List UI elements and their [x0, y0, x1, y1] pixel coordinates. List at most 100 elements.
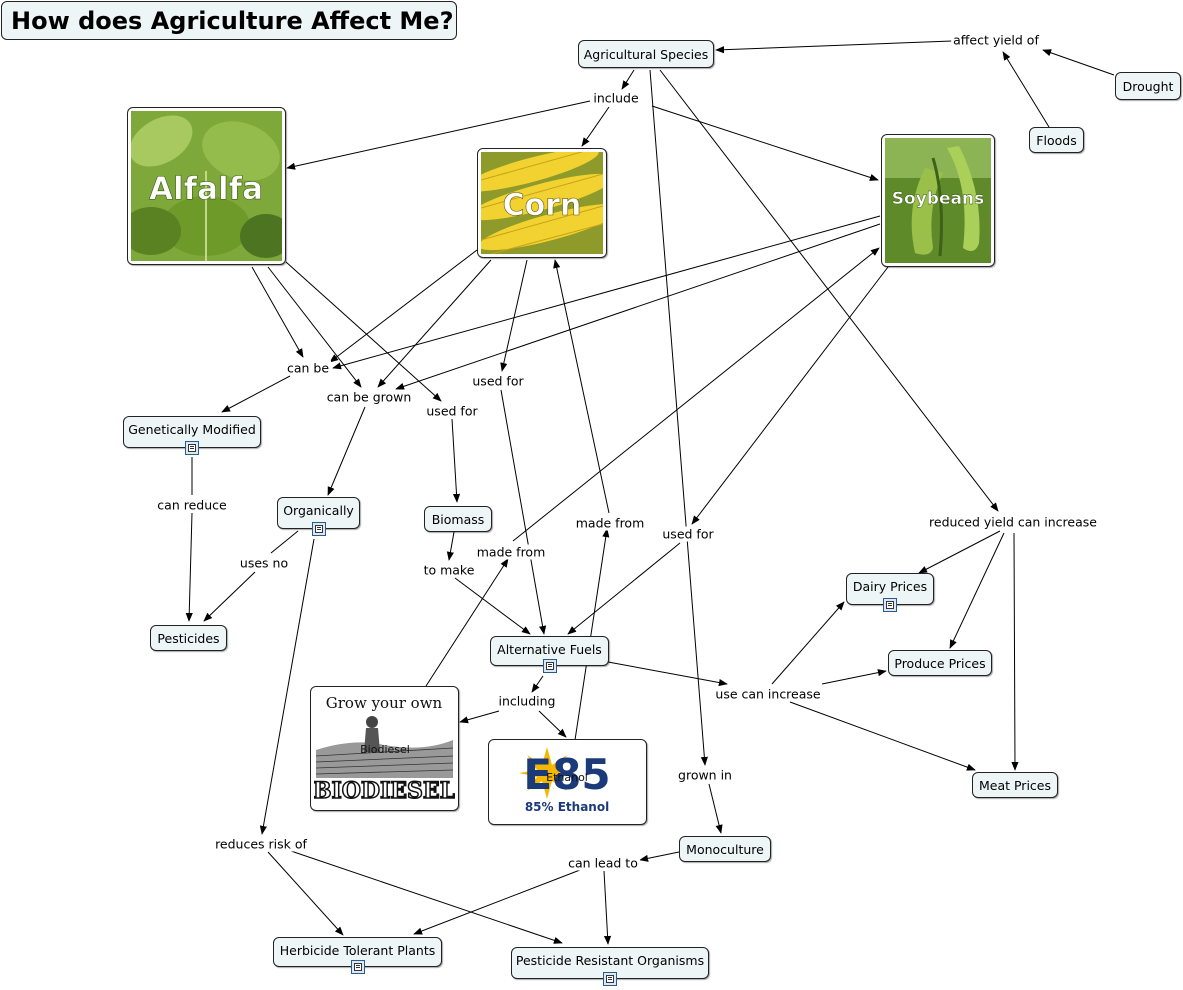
edge-reducesrisk-herbicide	[267, 851, 344, 936]
link-used-for-soy: used for	[660, 526, 716, 542]
edge-alfalfa-canbegrown	[267, 266, 362, 388]
edge-mono-canlead	[639, 851, 680, 862]
e85-caption: Ethanol	[546, 771, 588, 784]
link-can-reduce: can reduce	[155, 497, 229, 513]
link-include: include	[591, 90, 641, 106]
link-reduced-yield: reduced yield can increase	[927, 514, 1099, 530]
link-used-for-corn: used for	[470, 373, 526, 389]
biodiesel-logo: BIODIESEL	[314, 778, 455, 804]
link-can-lead-to: can lead to	[566, 855, 640, 871]
edge-usedfor-biomass	[451, 418, 461, 503]
edge-reduced-dairy	[918, 530, 1001, 574]
edge-reduced-meat	[1011, 532, 1019, 771]
link-to-make: to make	[421, 562, 477, 578]
biodiesel-caption: Biodiesel	[360, 743, 410, 756]
link-used-for-biomass: used for	[424, 403, 480, 419]
edge-alfalfa-usedfor	[285, 261, 442, 402]
node-label: Drought	[1122, 78, 1174, 94]
edge-include-soybeans	[651, 105, 879, 181]
node-label: Organically	[283, 503, 354, 518]
node-pesticides[interactable]: Pesticides	[150, 625, 227, 651]
node-meat-prices[interactable]: Meat Prices	[972, 772, 1058, 798]
edge-org-usesno	[270, 530, 299, 554]
edge-canbe-gm	[221, 375, 291, 413]
corn-image: Corn	[481, 152, 603, 254]
e85-subtitle: 85% Ethanol	[525, 800, 609, 814]
edge-canreduce-pesticides	[185, 512, 193, 622]
edge-madefrom-corn	[553, 259, 610, 514]
node-dairy-prices[interactable]: Dairy Prices	[846, 573, 934, 612]
node-alternative-fuels[interactable]: Alternative Fuels	[490, 636, 609, 673]
edge-corn-usedfor	[500, 259, 528, 372]
edge-org-reducesrisk	[259, 538, 315, 835]
node-label: Biomass	[431, 511, 485, 527]
node-label: Alternative Fuels	[497, 642, 602, 657]
e85-image: E85 Ethanol 85% Ethanol	[492, 743, 643, 821]
document-icon[interactable]	[185, 441, 199, 455]
edge-soy-canbe	[332, 215, 881, 370]
soybeans-label: Soybeans	[892, 189, 984, 209]
node-floods[interactable]: Floods	[1029, 127, 1084, 153]
edge-canlead-pro	[603, 870, 612, 945]
node-monoculture[interactable]: Monoculture	[679, 836, 771, 862]
edge-biodiesel-madefrom	[425, 558, 509, 687]
edge-including-biodiesel	[459, 710, 500, 724]
edge-tomake-altfuels	[454, 577, 531, 635]
edge-soy-usedfor	[691, 266, 889, 525]
node-biomass[interactable]: Biomass	[424, 506, 492, 532]
edge-affect-species	[715, 40, 953, 54]
edge-species-grownin	[649, 69, 708, 766]
node-pesticide-resistant-organisms[interactable]: Pesticide Resistant Organisms	[511, 947, 709, 986]
alfalfa-image: Alfalfa	[131, 111, 282, 261]
node-label: Floods	[1036, 132, 1077, 148]
edge-biomass-tomake	[446, 531, 455, 561]
edge-soy-canbegrown	[395, 223, 881, 390]
node-drought[interactable]: Drought	[1115, 72, 1181, 100]
edge-canbegrown-org	[327, 406, 366, 496]
node-soybeans[interactable]: Soybeans	[881, 134, 995, 267]
node-label: Pesticides	[157, 630, 220, 646]
edge-madefrom-soy	[512, 247, 880, 542]
node-agricultural-species[interactable]: Agricultural Species	[578, 40, 714, 68]
node-label: Monoculture	[686, 841, 764, 857]
node-alfalfa[interactable]: Alfalfa	[127, 107, 286, 265]
link-can-be-grown: can be grown	[324, 389, 414, 405]
edge-species-reducedyield	[659, 69, 999, 512]
link-use-can-increase: use can increase	[713, 686, 823, 702]
node-biodiesel[interactable]: Grow your own Biodiesel BIODIESEL	[310, 686, 459, 811]
edge-grownin-mono	[708, 783, 723, 834]
edge-reducesrisk-pro	[287, 849, 563, 944]
e85-logo: E85	[523, 750, 610, 799]
document-icon[interactable]	[311, 522, 326, 536]
node-label: Genetically Modified	[128, 422, 256, 437]
edge-include-alfalfa	[286, 100, 591, 170]
edge-usesno-pesticides	[203, 571, 256, 622]
node-herbicide-tolerant-plants[interactable]: Herbicide Tolerant Plants	[273, 937, 442, 974]
document-icon[interactable]	[542, 659, 557, 673]
node-genetically-modified[interactable]: Genetically Modified	[123, 416, 261, 455]
node-label: Herbicide Tolerant Plants	[279, 943, 436, 958]
edge-species-include	[621, 69, 635, 90]
node-produce-prices[interactable]: Produce Prices	[888, 650, 992, 676]
edge-drought-affect	[1042, 49, 1115, 76]
biodiesel-image: Grow your own Biodiesel BIODIESEL	[314, 690, 455, 807]
edge-altfuels-usecan	[607, 661, 728, 687]
edge-usecan-produce	[821, 669, 887, 685]
document-icon[interactable]	[603, 972, 617, 986]
alfalfa-label: Alfalfa	[149, 171, 263, 207]
edge-e85-madefrom	[574, 528, 610, 741]
node-label: Agricultural Species	[583, 46, 709, 62]
edge-corn-canbegrown	[377, 259, 492, 388]
link-can-be: can be	[284, 360, 332, 376]
edge-reduced-produce	[949, 532, 1005, 649]
document-icon[interactable]	[883, 598, 897, 612]
map-title: How does Agriculture Affect Me?	[1, 1, 457, 40]
node-organically[interactable]: Organically	[277, 497, 360, 536]
document-icon[interactable]	[350, 960, 365, 974]
edge-usecan-dairy	[771, 601, 845, 685]
node-e85[interactable]: E85 Ethanol 85% Ethanol	[488, 739, 647, 825]
node-corn[interactable]: Corn	[477, 148, 607, 258]
link-affect-yield-of: affect yield of	[951, 32, 1041, 48]
edge-usecan-meat	[789, 701, 976, 771]
edge-corn-canbe	[329, 249, 478, 363]
